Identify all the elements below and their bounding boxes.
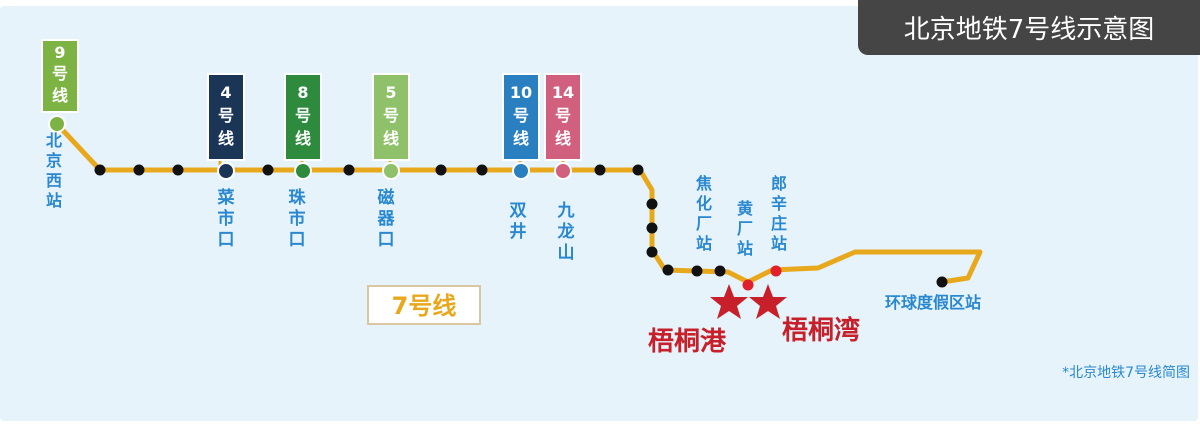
transfer-number: 4 <box>220 83 231 102</box>
station-label-jiulongshan: 九龙山 <box>557 201 575 263</box>
station-dot-shuangjing <box>512 162 530 180</box>
svg-text:线: 线 <box>555 129 571 148</box>
transfer-badge-14: 14 号 线 <box>544 73 582 161</box>
station-label-caishikou: 菜市口 <box>217 188 236 250</box>
star-icon <box>710 284 748 319</box>
svg-text:线: 线 <box>218 129 234 148</box>
svg-text:号: 号 <box>555 106 571 125</box>
star-icon <box>749 284 787 319</box>
station-label-zhushikou: 珠市口 <box>289 188 307 250</box>
transfer-number: 10 <box>510 83 532 102</box>
station-dot-ciqikou <box>382 162 400 180</box>
transfer-number: 9 <box>54 43 65 62</box>
svg-text:号: 号 <box>295 106 311 125</box>
station-dot-huangchang <box>742 279 754 291</box>
station-label-ciqikou: 磁器口 <box>377 187 396 250</box>
map-background <box>0 6 1198 421</box>
line-label-box <box>367 285 481 325</box>
transfer-label-char: 号 <box>52 64 68 83</box>
svg-text:线: 线 <box>383 129 399 148</box>
transfer-number: 8 <box>297 83 308 102</box>
station-label-universal: 环球度假区站 <box>885 293 981 312</box>
station-dot-jiulongshan <box>554 162 572 180</box>
transfer-number: 5 <box>385 83 396 102</box>
transfer-badge-8: 8 号 线 <box>284 73 322 161</box>
landmark-wutongwan: 梧桐湾 <box>782 315 860 346</box>
station-dot-haoxinzhuang <box>770 265 782 277</box>
station-dot-beijingxi <box>48 115 66 133</box>
regular-stations <box>94 164 948 288</box>
station-label-shuangjing: 双井 <box>510 201 527 242</box>
svg-text:线: 线 <box>295 129 311 148</box>
station-dot-zhushikou <box>294 162 312 180</box>
transfer-badge-9: 9 号 线 <box>41 39 79 113</box>
line-label: 7号线 <box>392 292 457 320</box>
transfer-label-char: 线 <box>52 86 68 105</box>
svg-text:线: 线 <box>513 129 529 148</box>
station-label-beijingxi: 北京西站 <box>46 131 62 210</box>
footnote: *北京地铁7号线简图 <box>1062 364 1190 381</box>
station-label-haoxinzhuang: 郎辛庄站 <box>771 174 787 253</box>
station-dot-caishikou <box>217 162 235 180</box>
transfer-badge-5: 5 号 线 <box>372 73 410 161</box>
station-label-jiaohuachang: 焦化厂站 <box>695 174 712 253</box>
transfer-badge-4: 4 号 线 <box>207 73 245 161</box>
landmark-wutonggang: 梧桐港 <box>648 327 727 357</box>
svg-text:号: 号 <box>383 106 399 125</box>
svg-text:号: 号 <box>513 106 529 125</box>
map-title: 北京地铁7号线示意图 <box>858 0 1200 55</box>
svg-text:号: 号 <box>218 106 234 125</box>
station-label-huangchang: 黄厂站 <box>737 199 753 258</box>
transfer-badge-10: 10 号 线 <box>502 73 540 161</box>
transfer-number: 14 <box>552 83 574 102</box>
